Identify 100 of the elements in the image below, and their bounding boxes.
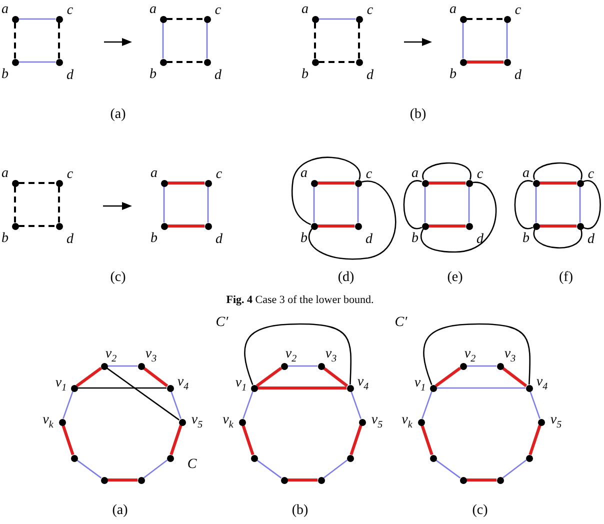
vertex-label: c xyxy=(214,4,222,18)
vertex-dot xyxy=(460,476,466,484)
vertex-label: v$_{5}$ xyxy=(191,414,203,430)
vertex-label: v$_{1}$ xyxy=(55,376,67,394)
vertex-label: v$_{4}$ xyxy=(177,376,189,392)
vertex-label: v$_{3}$ xyxy=(325,348,337,364)
panel-label: (c) xyxy=(110,271,126,285)
vertex-label: v$_{k}$ xyxy=(222,414,234,430)
vertex-label: b xyxy=(2,232,8,246)
vertex-label: b xyxy=(300,232,308,246)
graph-edge xyxy=(358,22,360,58)
vertex-label: v$_{1}$ xyxy=(414,376,426,394)
graph-edge xyxy=(168,182,204,184)
vertex-label: b xyxy=(450,68,456,82)
vertex-label: a xyxy=(2,3,8,17)
graph-edge xyxy=(506,22,508,58)
vertex-label: d xyxy=(66,233,74,247)
vertex-label: v$_{5}$ xyxy=(371,414,383,430)
graph-edge xyxy=(313,186,315,222)
curved-edge xyxy=(422,162,472,180)
vertex-label: d xyxy=(216,233,222,247)
graph-edge xyxy=(170,424,182,456)
graph-edge xyxy=(207,186,209,222)
graph-edge xyxy=(420,424,434,456)
panel-label: (f) xyxy=(559,271,573,285)
graph-edge xyxy=(166,61,204,63)
vertex-label: v$_{3}$ xyxy=(145,348,157,364)
vertex-label: b xyxy=(522,232,530,246)
graph-edge xyxy=(579,186,581,222)
graph-edge xyxy=(502,460,527,478)
vertex-label: v$_{3}$ xyxy=(504,348,516,364)
graph-edge xyxy=(435,460,461,478)
vertex-dot xyxy=(166,454,174,462)
vertex-label: c xyxy=(366,168,372,182)
graph-edge xyxy=(540,182,576,184)
curved-edge xyxy=(514,180,533,230)
graph-edge xyxy=(14,186,16,222)
vertex-label: d xyxy=(214,69,222,83)
vertex-dot xyxy=(318,476,324,484)
vertex-label: v$_{2}$ xyxy=(464,348,476,364)
vertex-label: a xyxy=(2,167,8,181)
graph-edge xyxy=(350,391,362,419)
graph-edge xyxy=(163,186,165,222)
graph-edge xyxy=(357,186,359,222)
vertex-label: c xyxy=(476,168,484,182)
curved-edge xyxy=(292,156,360,226)
graph-edge xyxy=(530,391,540,419)
graph-edge xyxy=(206,22,208,58)
vertex-label: c xyxy=(66,4,74,18)
curved-edge xyxy=(244,323,352,385)
vertex-label: d xyxy=(366,69,374,83)
panel-label: (a) xyxy=(112,504,128,518)
graph-edge xyxy=(256,460,282,478)
graph-edge xyxy=(76,366,102,388)
curved-edge xyxy=(533,229,582,248)
vertex-dot xyxy=(496,476,504,484)
vertex-label: c xyxy=(588,168,594,182)
vertex-label: b xyxy=(412,232,418,246)
graph-edge xyxy=(436,387,526,389)
graph-edge xyxy=(166,18,204,20)
graph-edge xyxy=(18,182,56,184)
vertex-label: v$_{5}$ xyxy=(550,414,562,430)
graph-edge xyxy=(540,224,576,228)
graph-edge xyxy=(256,366,282,388)
graph-edge xyxy=(18,18,56,20)
panel-label: (b) xyxy=(292,504,308,518)
graph-edge xyxy=(535,186,537,222)
cycle-label: C xyxy=(187,458,197,472)
curved-edge xyxy=(420,182,496,253)
vertex-label: c xyxy=(514,4,522,18)
vertex-label: a xyxy=(150,3,156,17)
graph-edge xyxy=(62,391,74,419)
curved-edge xyxy=(403,180,422,230)
graph-edge xyxy=(18,61,56,63)
graph-edge xyxy=(466,365,496,367)
graph-edge xyxy=(108,478,138,482)
vertex-label: c xyxy=(66,168,74,182)
graph-edge xyxy=(466,18,504,20)
graph-edge xyxy=(142,366,168,388)
panel-label: (d) xyxy=(338,271,354,285)
curved-edge xyxy=(533,162,582,180)
graph-edge xyxy=(428,224,466,228)
vertex-label: b xyxy=(2,68,8,82)
vertex-label: b xyxy=(150,232,158,246)
graph-edge xyxy=(242,391,254,419)
vertex-label: d xyxy=(476,233,484,247)
graph-edge xyxy=(143,460,168,478)
graph-edge xyxy=(323,460,348,478)
vertex-label: d xyxy=(514,69,522,83)
cycle-label: C′ xyxy=(216,316,228,330)
graph-edge xyxy=(78,387,166,389)
graph-edge xyxy=(318,224,354,228)
panel-label: (e) xyxy=(447,271,463,285)
graph-edge xyxy=(428,182,466,184)
vertex-label: c xyxy=(216,168,222,182)
graph-edge xyxy=(466,478,496,482)
graph-edge xyxy=(18,225,56,227)
graph-edge xyxy=(106,368,180,420)
graph-edge xyxy=(62,424,74,456)
graph-edge xyxy=(58,186,60,222)
